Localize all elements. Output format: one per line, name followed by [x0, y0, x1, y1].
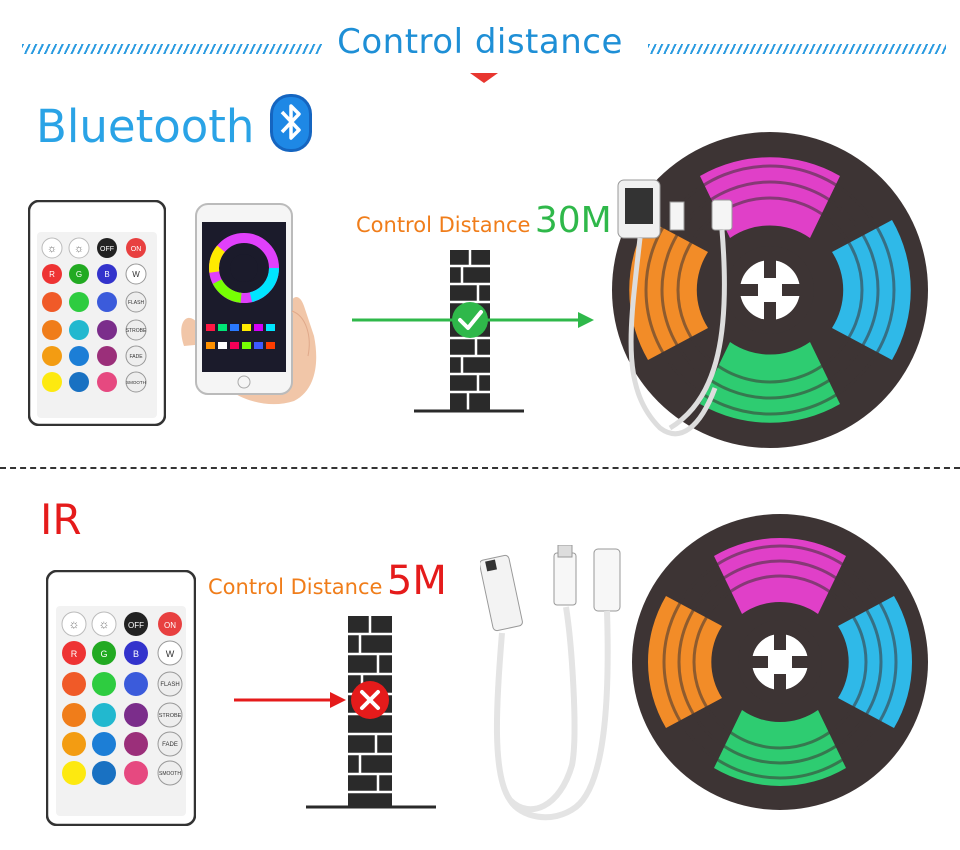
remote-smooth-label: SMOOTH [159, 771, 181, 777]
svg-text:☼: ☼ [99, 617, 110, 631]
remote-smooth-label: SMOOTH [126, 380, 146, 385]
remote-g-label: G [100, 649, 107, 659]
remote-b-label: B [133, 649, 139, 659]
remote-brightness-up-icon: ☼ [41, 237, 63, 259]
remote-w-label: W [132, 270, 140, 279]
phone-app-image [181, 203, 317, 405]
ir-label: IR [40, 495, 82, 544]
bluetooth-remote: ☼ ☼ OFF ON R G B W FLASH STROBE FADE SMO… [28, 200, 166, 426]
section-divider [0, 467, 960, 469]
ir-controller-image [480, 545, 621, 821]
header-hatch-left [22, 44, 322, 54]
svg-text:☼: ☼ [47, 243, 57, 255]
check-icon [452, 302, 488, 338]
remote-brightness-down-icon: ☼ [91, 611, 117, 637]
remote-g-label: G [76, 270, 82, 279]
ir-remote: ☼ ☼ OFF ON R G B W FLASH STROBE FADE SMO… [46, 570, 196, 826]
header-hatch-right [648, 44, 946, 54]
ir-distance-value: 5M [386, 558, 447, 604]
remote-fade-label: FADE [162, 742, 178, 748]
remote-strobe-label: STROBE [126, 328, 147, 334]
bluetooth-icon [270, 94, 312, 152]
remote-brightness-up-icon: ☼ [61, 611, 87, 637]
remote-b-label: B [104, 270, 109, 279]
page-title: Control distance [337, 22, 623, 62]
remote-on-label: ON [164, 621, 176, 630]
remote-strobe-label: STROBE [159, 713, 182, 719]
bluetooth-label: Bluetooth [36, 100, 255, 153]
svg-text:☼: ☼ [74, 243, 84, 255]
remote-flash-label: FLASH [160, 682, 179, 688]
remote-brightness-down-icon: ☼ [68, 237, 90, 259]
title-pointer [470, 73, 498, 83]
bluetooth-distance: Control Distance 30M [356, 200, 612, 241]
remote-w-label: W [166, 649, 175, 659]
bluetooth-led-strip-reel [612, 132, 928, 448]
ir-distance-text: Control Distance [208, 575, 383, 599]
ir-distance: Control Distance 5M [208, 558, 447, 604]
cross-icon [351, 681, 389, 719]
ir-led-strip-reel [632, 514, 928, 810]
remote-fade-label: FADE [129, 354, 143, 360]
bluetooth-distance-value: 30M [534, 200, 612, 241]
remote-r-label: R [71, 649, 78, 659]
ir-wall-diagram [234, 616, 436, 809]
svg-text:☼: ☼ [69, 617, 80, 631]
remote-on-label: ON [131, 246, 142, 253]
remote-off-label: OFF [128, 621, 144, 630]
bluetooth-wall-diagram [352, 250, 594, 413]
remote-r-label: R [49, 270, 55, 279]
bluetooth-distance-text: Control Distance [356, 213, 531, 237]
remote-off-label: OFF [100, 246, 114, 253]
remote-flash-label: FLASH [128, 300, 145, 306]
